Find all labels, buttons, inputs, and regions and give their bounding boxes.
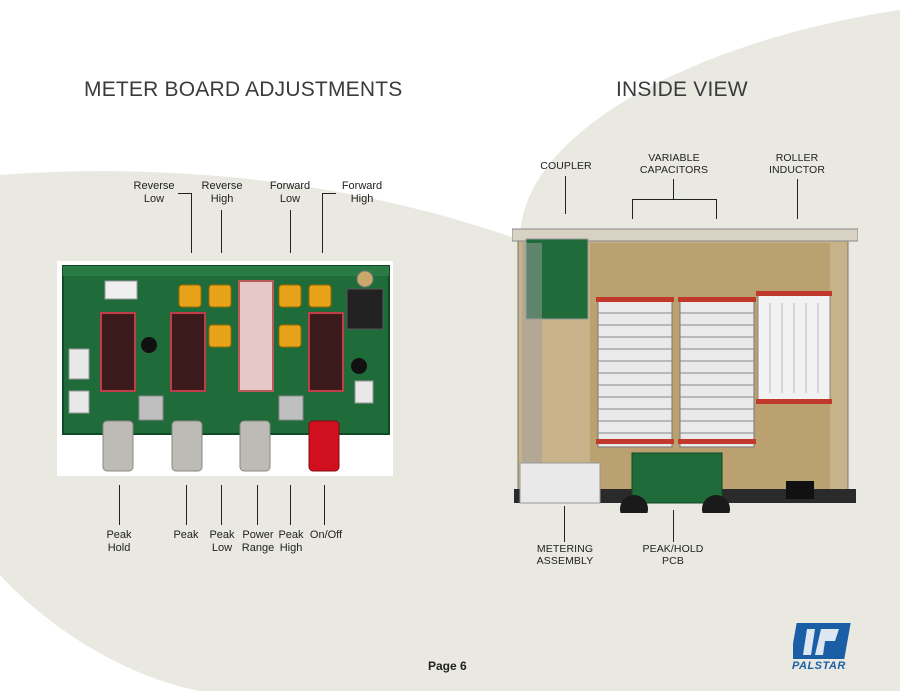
leader-peak (186, 485, 187, 525)
leader-power-range (257, 485, 258, 525)
inside-view-photo (512, 228, 858, 513)
label-peak-hold: Peak Hold (106, 529, 132, 554)
leader-reverse-high (221, 210, 222, 253)
leader-on-off (324, 485, 325, 525)
label-reverse-low: Reverse Low (133, 180, 175, 205)
left-title: METER BOARD ADJUSTMENTS (84, 78, 403, 101)
leader-peak-hold-pcb (673, 510, 674, 542)
label-forward-high: Forward High (341, 180, 383, 205)
label-coupler: COUPLER (540, 160, 592, 172)
label-peak-low: Peak Low (209, 529, 235, 554)
leader-peak-low (221, 485, 222, 525)
label-reverse-high: Reverse High (201, 180, 243, 205)
label-peak-high: Peak High (278, 529, 304, 554)
label-peak-hold-pcb: PEAK/HOLD PCB (642, 543, 704, 567)
page-number: Page 6 (428, 659, 467, 673)
leader-capacitors-bar (632, 199, 717, 200)
leader-reverse-low-v (191, 193, 192, 253)
leader-forward-low (290, 210, 291, 253)
label-power-range: Power Range (241, 529, 275, 554)
leader-capacitors-top (673, 179, 674, 199)
label-metering-assembly: METERING ASSEMBLY (536, 543, 594, 567)
leader-peak-high (290, 485, 291, 525)
right-title: INSIDE VIEW (616, 78, 748, 101)
leader-forward-high-v (322, 193, 323, 253)
meter-board-photo (57, 261, 393, 476)
leader-coupler (565, 176, 566, 214)
brand-name: PALSTAR (792, 660, 846, 672)
leader-capacitors-r (716, 199, 717, 219)
leader-reverse-low (178, 193, 191, 194)
palstar-logo-icon (793, 623, 851, 659)
leader-peak-hold (119, 485, 120, 525)
label-variable-capacitors: VARIABLE CAPACITORS (639, 152, 709, 176)
label-on-off: On/Off (309, 529, 343, 541)
label-peak: Peak (173, 529, 199, 541)
leader-metering (564, 506, 565, 542)
label-forward-low: Forward Low (269, 180, 311, 205)
label-roller-inductor: ROLLER INDUCTOR (768, 152, 826, 176)
leader-forward-high (322, 193, 336, 194)
leader-roller (797, 179, 798, 219)
leader-capacitors-l (632, 199, 633, 219)
